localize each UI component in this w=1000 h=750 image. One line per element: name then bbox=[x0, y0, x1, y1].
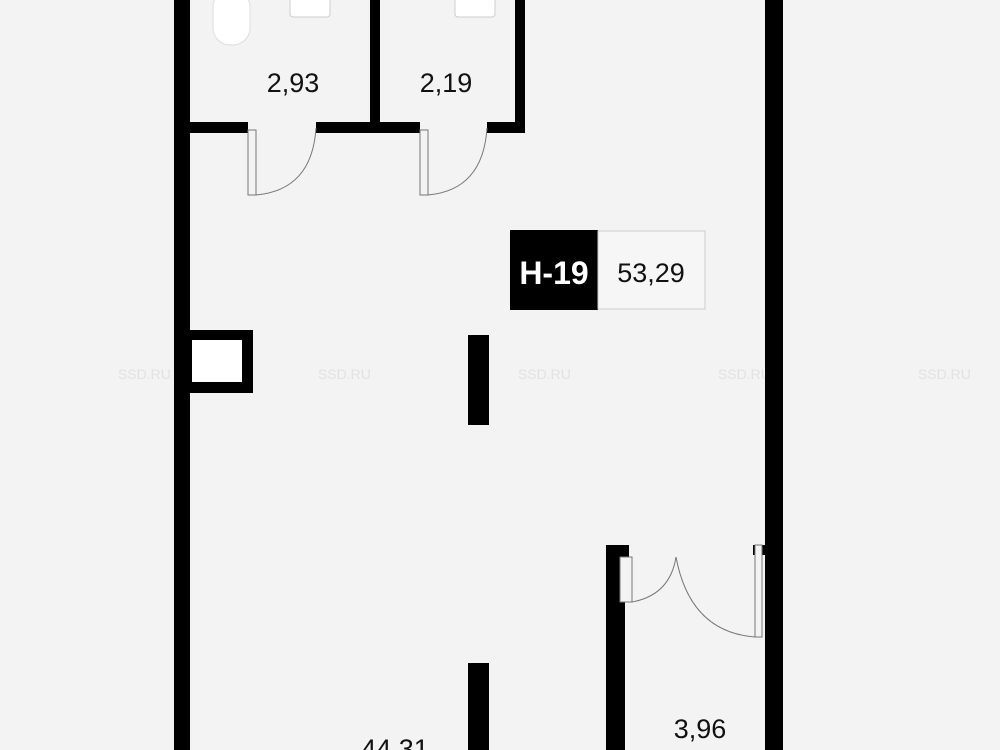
watermark: SSD.RU bbox=[118, 366, 171, 382]
doors[interactable] bbox=[247, 127, 763, 638]
fixtures bbox=[212, 0, 496, 46]
column bbox=[468, 335, 489, 425]
room-area: 2,93 bbox=[267, 68, 320, 98]
door-closet-left[interactable] bbox=[619, 556, 633, 603]
room-area: 44,31 bbox=[361, 734, 429, 750]
niche bbox=[185, 330, 253, 393]
door-bathroom-2[interactable] bbox=[419, 129, 429, 196]
door-bathroom-1[interactable] bbox=[247, 129, 257, 196]
watermarks: SSD.RU SSD.RU SSD.RU SSD.RU SSD.RU bbox=[118, 366, 971, 382]
column bbox=[468, 663, 489, 750]
room-area: 2,19 bbox=[420, 68, 473, 98]
room-area: 3,96 bbox=[674, 714, 727, 744]
watermark: SSD.RU bbox=[518, 366, 571, 382]
watermark: SSD.RU bbox=[918, 366, 971, 382]
unit-code: Н-19 bbox=[519, 255, 588, 291]
walls bbox=[174, 0, 783, 750]
door-closet-right[interactable] bbox=[754, 544, 763, 638]
unit-total-area: 53,29 bbox=[617, 258, 685, 288]
sink-icon bbox=[454, 0, 496, 18]
watermark: SSD.RU bbox=[718, 366, 771, 382]
toilet-icon bbox=[212, 0, 251, 46]
sink-icon bbox=[289, 0, 331, 18]
unit-label: Н-19 53,29 bbox=[510, 230, 706, 310]
watermark: SSD.RU bbox=[318, 366, 371, 382]
